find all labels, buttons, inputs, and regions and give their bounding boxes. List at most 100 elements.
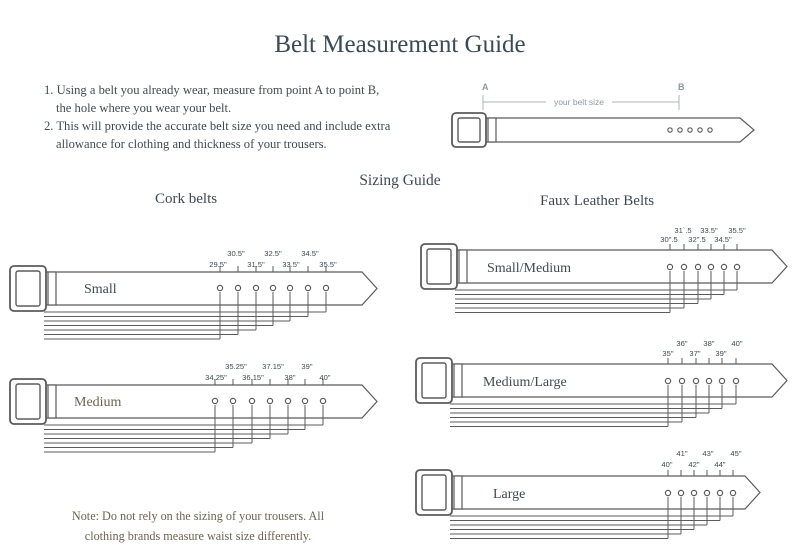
belt-strap bbox=[438, 363, 788, 398]
belt-size-label: Small/Medium bbox=[487, 261, 571, 276]
belt-hole bbox=[666, 263, 674, 271]
belt-keeper bbox=[453, 475, 463, 510]
size-measurement: 41" bbox=[676, 449, 687, 458]
belt-hole bbox=[667, 127, 673, 133]
belt-hole bbox=[687, 127, 693, 133]
note: Note: Do not rely on the sizing of your … bbox=[48, 506, 348, 546]
size-measurement: 35.5" bbox=[319, 260, 337, 269]
belt-hole bbox=[678, 377, 686, 385]
buckle-icon bbox=[415, 357, 453, 404]
belt-hole bbox=[301, 397, 309, 405]
buckle-inner bbox=[457, 117, 481, 143]
belt-size-label: Medium bbox=[74, 395, 122, 410]
belt-hole bbox=[319, 397, 327, 405]
instructions: 1. Using a belt you already wear, measur… bbox=[44, 81, 444, 153]
belt-hole bbox=[707, 127, 713, 133]
size-measurement: 38" bbox=[703, 339, 714, 348]
belt-hole bbox=[703, 489, 711, 497]
belt-strap bbox=[486, 117, 755, 143]
belt-hole bbox=[720, 263, 728, 271]
size-measurement: 43" bbox=[702, 449, 713, 458]
size-measurement: 39" bbox=[301, 362, 312, 371]
belt-strap bbox=[32, 271, 378, 306]
belt-hole bbox=[234, 284, 242, 292]
buckle-icon bbox=[451, 112, 487, 148]
size-measurement: 32".5 bbox=[688, 235, 705, 244]
belt-hole bbox=[286, 284, 294, 292]
belt-keeper bbox=[487, 117, 497, 143]
belt-hole bbox=[729, 489, 737, 497]
belt-hole bbox=[322, 284, 330, 292]
buckle-inner bbox=[421, 362, 447, 399]
point-a-label: A bbox=[482, 82, 489, 92]
belt-hole bbox=[266, 397, 274, 405]
size-measurement: 29.5" bbox=[209, 260, 227, 269]
size-measurement: 35.5" bbox=[728, 226, 746, 235]
faux-leather-belts-title: Faux Leather Belts bbox=[540, 193, 655, 209]
sizing-guide-title: Sizing Guide bbox=[359, 172, 441, 189]
belt-hole bbox=[252, 284, 260, 292]
belt-hole bbox=[677, 127, 683, 133]
size-measurement: 34.5" bbox=[301, 249, 319, 258]
size-measurement: 38" bbox=[284, 373, 295, 382]
page-title: Belt Measurement Guide bbox=[274, 31, 526, 58]
size-measurement: 44" bbox=[714, 460, 725, 469]
belt-hole bbox=[664, 377, 672, 385]
belt-hole bbox=[690, 489, 698, 497]
belt-hole bbox=[248, 397, 256, 405]
size-measurement: 31`.5 bbox=[674, 226, 691, 235]
belt-hole bbox=[677, 489, 685, 497]
belt-hole bbox=[229, 397, 237, 405]
size-measurement: 36.15" bbox=[242, 373, 264, 382]
size-measurement: 34.5" bbox=[714, 235, 732, 244]
belt-hole bbox=[707, 263, 715, 271]
size-measurement: 36" bbox=[676, 339, 687, 348]
belt-hole bbox=[664, 489, 672, 497]
belt-size-label: Medium/Large bbox=[483, 375, 567, 390]
belt-keeper bbox=[453, 363, 463, 398]
size-measurement: 31.5" bbox=[247, 260, 265, 269]
belt-strap bbox=[443, 249, 788, 284]
size-measurement: 40" bbox=[661, 460, 672, 469]
your-belt-size-label: your belt size bbox=[554, 97, 604, 107]
note-line-2: clothing brands measure waist size diffe… bbox=[84, 529, 312, 543]
belt-hole bbox=[716, 489, 724, 497]
size-measurement: 39" bbox=[715, 349, 726, 358]
cork-belts-title: Cork belts bbox=[155, 191, 218, 207]
belt-hole bbox=[304, 284, 312, 292]
belt-hole bbox=[284, 397, 292, 405]
instruction-line-2: the hole where you wear your belt. bbox=[56, 101, 232, 115]
buckle-inner bbox=[421, 474, 447, 511]
buckle-icon bbox=[420, 243, 458, 290]
belt-hole bbox=[211, 397, 219, 405]
belt-keeper bbox=[47, 271, 57, 306]
size-measurement: 30.5" bbox=[227, 249, 245, 258]
size-measurement: 37" bbox=[689, 349, 700, 358]
belt-hole bbox=[733, 263, 741, 271]
belt-hole bbox=[216, 284, 224, 292]
buckle-icon bbox=[415, 469, 453, 516]
belt-hole bbox=[269, 284, 277, 292]
belt-hole bbox=[718, 377, 726, 385]
belt-size-label: Large bbox=[493, 487, 525, 502]
buckle-inner bbox=[15, 383, 41, 420]
size-measurement: 34.25" bbox=[205, 373, 227, 382]
size-measurement: 32.5" bbox=[264, 249, 282, 258]
buckle-icon bbox=[9, 265, 47, 312]
size-measurement: 40" bbox=[319, 373, 330, 382]
belt-hole bbox=[697, 127, 703, 133]
belt-hole bbox=[705, 377, 713, 385]
belt-keeper bbox=[47, 384, 57, 419]
buckle-inner bbox=[15, 270, 41, 307]
size-measurement: 35.25" bbox=[225, 362, 247, 371]
size-measurement: 40" bbox=[731, 339, 742, 348]
instruction-line-1: 1. Using a belt you already wear, measur… bbox=[44, 83, 380, 97]
size-measurement: 30".5 bbox=[660, 235, 677, 244]
instruction-line-4: allowance for clothing and thickness of … bbox=[56, 137, 327, 151]
belt-size-label: Small bbox=[84, 282, 117, 297]
